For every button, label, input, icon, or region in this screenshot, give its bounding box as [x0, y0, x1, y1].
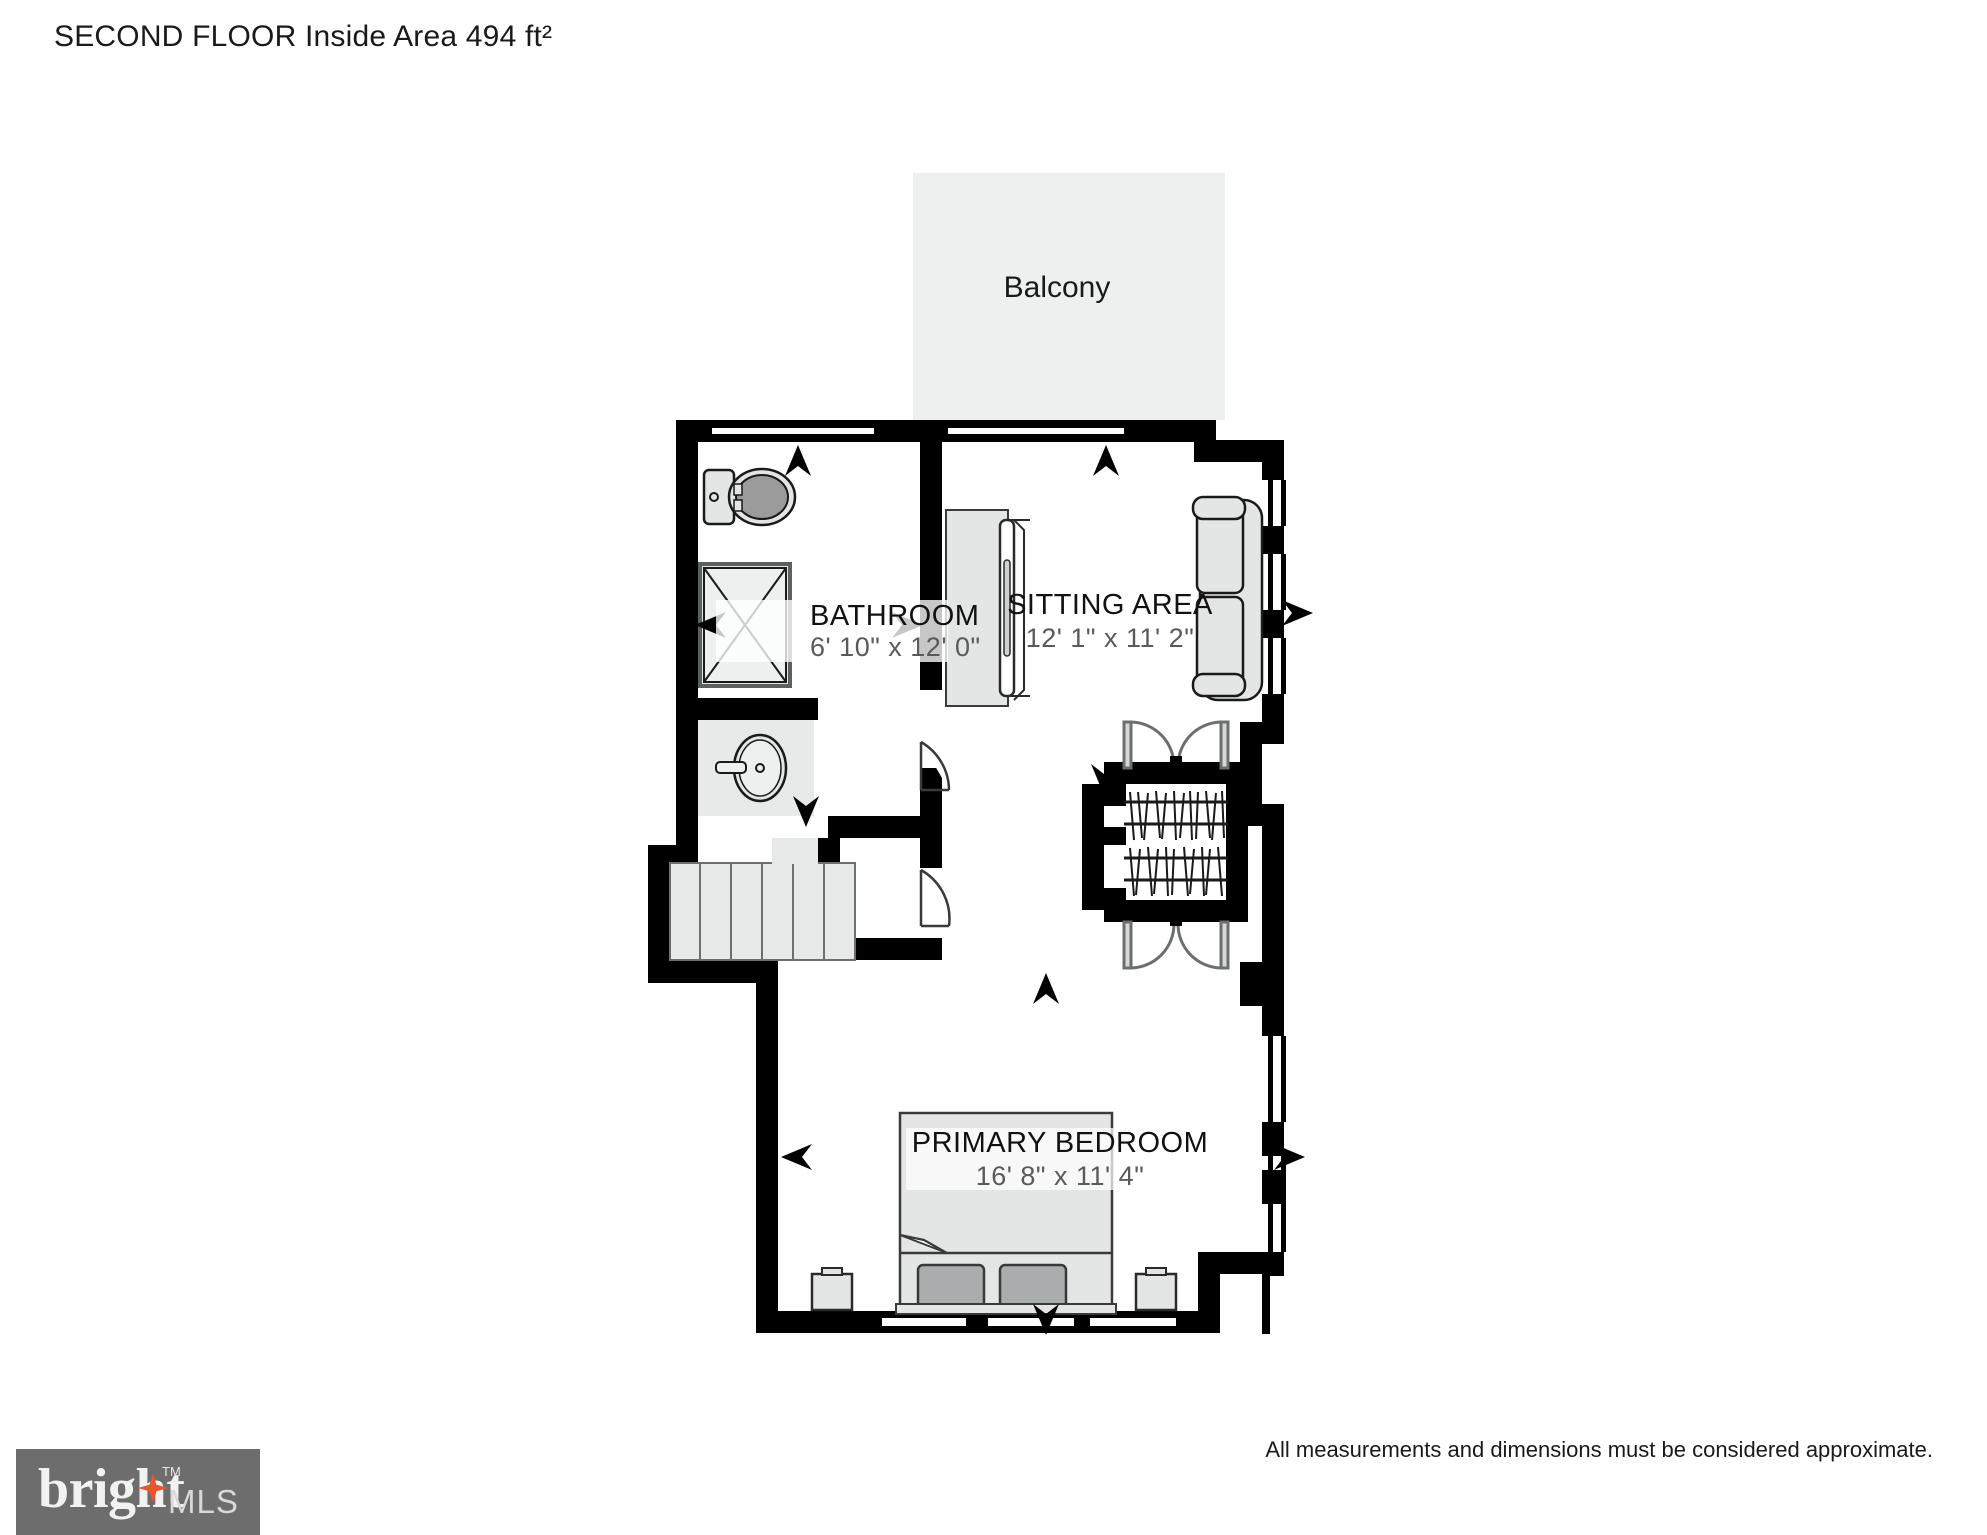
- bathroom-name: BATHROOM: [810, 600, 979, 632]
- wall-structure: [648, 420, 1286, 1334]
- sofa: [1191, 495, 1264, 702]
- room-label-sitting-area: SITTING AREA 12' 1" x 11' 2": [1007, 589, 1213, 653]
- balcony-area: Balcony: [913, 173, 1225, 420]
- closet: [1122, 720, 1230, 970]
- staircase: [669, 838, 856, 961]
- brand-suffix: MLS: [168, 1483, 239, 1520]
- brand-logo: bright TM MLS: [16, 1449, 260, 1535]
- star-icon: [138, 1473, 168, 1503]
- sitting-area-name: SITTING AREA: [1007, 589, 1213, 621]
- bathroom-dimensions: 6' 10" x 12' 0": [810, 632, 981, 662]
- primary-bedroom-name: PRIMARY BEDROOM: [912, 1127, 1208, 1159]
- nightstand-right: [1134, 1267, 1178, 1312]
- page-title: SECOND FLOOR Inside Area 494 ft²: [54, 20, 553, 53]
- room-label-bathroom: BATHROOM 6' 10" x 12' 0": [716, 600, 981, 662]
- hall-door: [919, 868, 951, 928]
- nightstand-left: [810, 1267, 854, 1312]
- media-console: [945, 509, 1030, 707]
- room-label-primary-bedroom: PRIMARY BEDROOM 16' 8" x 11' 4": [906, 1127, 1218, 1191]
- disclaimer-text: All measurements and dimensions must be …: [1265, 1437, 1933, 1462]
- bathroom-door: [919, 740, 951, 792]
- balcony-label: Balcony: [1004, 271, 1111, 304]
- primary-bedroom-dimensions: 16' 8" x 11' 4": [976, 1161, 1145, 1191]
- sitting-area-dimensions: 12' 1" x 11' 2": [1026, 623, 1195, 653]
- trademark-symbol: TM: [162, 1464, 181, 1479]
